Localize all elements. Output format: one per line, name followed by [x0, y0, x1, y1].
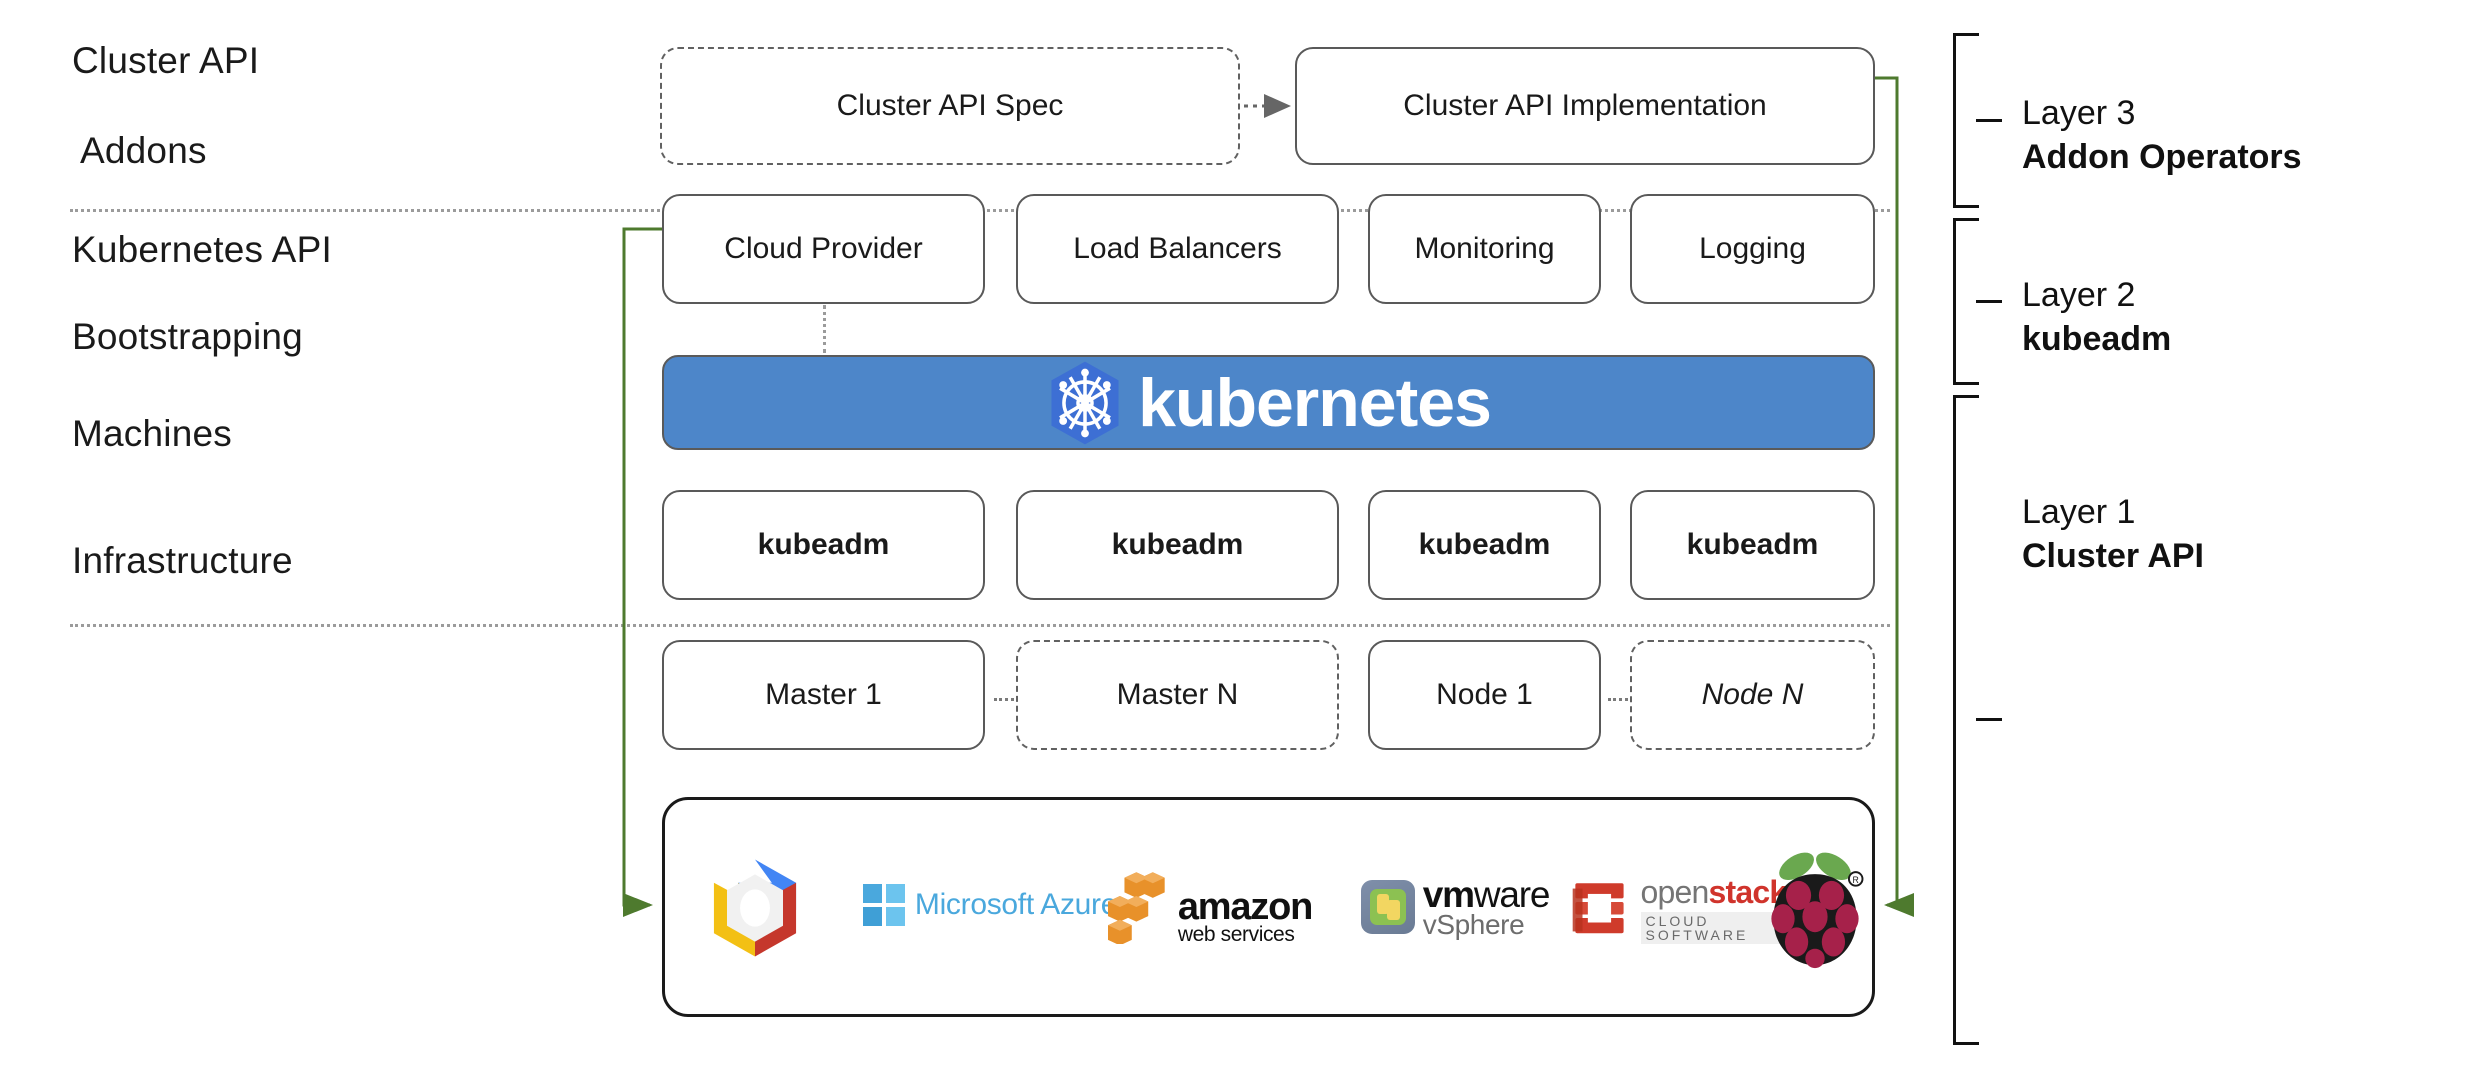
node-kubeadm-2[interactable]: kubeadm — [1016, 490, 1339, 600]
node-load-balancers[interactable]: Load Balancers — [1016, 194, 1339, 304]
ellipsis-masters — [994, 698, 1014, 701]
bracket-nub-layer-3 — [1976, 119, 2002, 122]
node-label: kubeadm — [1686, 527, 1819, 561]
row-label-addons: Addons — [80, 130, 207, 171]
node-logging[interactable]: Logging — [1630, 194, 1875, 304]
layer-caption-2: Layer 2 kubeadm — [2022, 274, 2171, 361]
node-kubeadm-4[interactable]: kubeadm — [1630, 490, 1875, 600]
connector-cloud-provider-to-kubernetes — [823, 305, 826, 353]
row-label-machines: Machines — [72, 413, 232, 454]
layer-caption-3: Layer 3 Addon Operators — [2022, 92, 2302, 179]
bracket-layer-1 — [1953, 395, 1979, 1045]
node-label: Load Balancers — [1073, 231, 1282, 265]
google-cloud-icon — [713, 859, 797, 957]
node-master-n[interactable]: Master N — [1016, 640, 1339, 750]
node-kubeadm-1[interactable]: kubeadm — [662, 490, 985, 600]
node-kubeadm-3[interactable]: kubeadm — [1368, 490, 1601, 600]
layer-1-line2: Cluster API — [2022, 536, 2205, 575]
bracket-nub-layer-1 — [1976, 718, 2002, 721]
logo-raspberry-pi: R — [1755, 840, 1875, 975]
row-label-infrastructure: Infrastructure — [72, 540, 293, 581]
kubernetes-banner[interactable]: kubernetes — [662, 355, 1875, 450]
node-label: Node 1 — [1436, 677, 1533, 711]
layer-caption-1: Layer 1 Cluster API — [2022, 491, 2204, 578]
logo-vmware-vsphere: vmware vSphere — [1340, 855, 1570, 960]
node-node-n[interactable]: Node N — [1630, 640, 1875, 750]
node-label: Cluster API Spec — [836, 88, 1064, 122]
openstack-stack: stack — [1708, 873, 1788, 910]
arrow-cloud-provider-to-infrastructure — [622, 227, 662, 917]
node-label: Monitoring — [1414, 231, 1555, 265]
node-label: Master N — [1116, 677, 1239, 711]
node-master-1[interactable]: Master 1 — [662, 640, 985, 750]
ellipsis-nodes — [1608, 698, 1628, 701]
node-cluster-api-implementation[interactable]: Cluster API Implementation — [1295, 47, 1875, 165]
node-cluster-api-spec[interactable]: Cluster API Spec — [660, 47, 1240, 165]
separator-layer2-layer1 — [70, 624, 1890, 627]
logo-google-cloud — [690, 848, 820, 968]
logo-amazon-web-services: amazon web services — [1095, 852, 1325, 962]
node-label: Node N — [1701, 677, 1804, 711]
aws-subtitle: web services — [1177, 922, 1295, 946]
microsoft-windows-icon — [862, 884, 905, 926]
layer-2-line1: Layer 2 — [2022, 276, 2136, 314]
node-cloud-provider[interactable]: Cloud Provider — [662, 194, 985, 304]
node-label: Cluster API Implementation — [1403, 88, 1767, 122]
layer-3-line1: Layer 3 — [2022, 94, 2136, 132]
node-monitoring[interactable]: Monitoring — [1368, 194, 1601, 304]
node-label: Logging — [1699, 231, 1806, 265]
row-label-bootstrapping: Bootstrapping — [72, 316, 303, 357]
svg-text:R: R — [1853, 874, 1859, 884]
bracket-layer-3 — [1953, 33, 1979, 208]
node-label: kubeadm — [1418, 527, 1551, 561]
layer-3-line2: Addon Operators — [2022, 137, 2302, 176]
node-label: Master 1 — [765, 677, 882, 711]
openstack-icon — [1572, 882, 1624, 933]
azure-label: Microsoft Azure — [914, 888, 1118, 921]
kubernetes-wordmark: kubernetes — [1138, 364, 1492, 441]
vmware-badge-icon — [1360, 880, 1415, 935]
node-label: kubeadm — [757, 527, 890, 561]
node-label: Cloud Provider — [724, 231, 923, 265]
arrow-implementation-to-infrastructure — [1875, 76, 1914, 917]
vmware-label: vmware — [1422, 873, 1551, 915]
node-label: kubeadm — [1111, 527, 1244, 561]
row-label-kubernetes-api: Kubernetes API — [72, 229, 332, 270]
node-node-1[interactable]: Node 1 — [1368, 640, 1601, 750]
openstack-label: openstack — [1640, 873, 1788, 910]
bracket-layer-2 — [1953, 218, 1979, 385]
aws-boxes-icon — [1107, 872, 1165, 944]
vsphere-label: vSphere — [1422, 908, 1525, 940]
kubernetes-helm-wheel-icon — [1051, 361, 1119, 444]
amazon-label: amazon — [1177, 885, 1313, 928]
raspberry-pi-icon: R — [1771, 852, 1864, 968]
openstack-open: open — [1640, 873, 1710, 910]
bracket-nub-layer-2 — [1976, 300, 2002, 303]
row-label-cluster-api: Cluster API — [72, 40, 260, 81]
layer-1-line1: Layer 1 — [2022, 493, 2136, 531]
layer-2-line2: kubeadm — [2022, 319, 2172, 358]
logo-microsoft-azure: Microsoft Azure — [845, 870, 1135, 940]
